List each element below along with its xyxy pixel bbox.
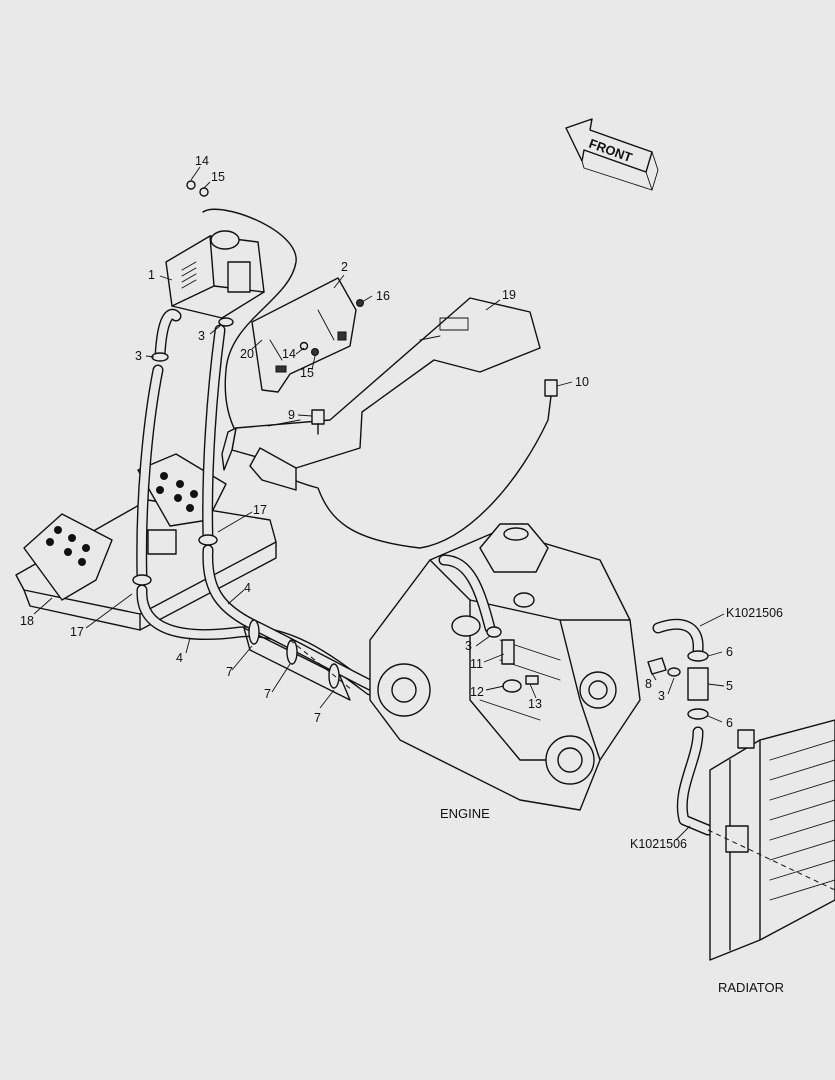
- callout-4: 4: [176, 651, 183, 665]
- callout-10: 10: [575, 375, 589, 389]
- callout-3: 3: [198, 329, 205, 343]
- front-direction-arrow: FRONT: [565, 118, 659, 191]
- heater-hoses-to-engine: [136, 544, 378, 701]
- callout-9: 9: [288, 408, 295, 422]
- engine-block: [369, 523, 641, 811]
- callout-15: 15: [211, 170, 225, 184]
- callout-6: 6: [726, 645, 733, 659]
- callout-3: 3: [658, 689, 665, 703]
- callout-2: 2: [341, 260, 348, 274]
- callout-14: 14: [195, 154, 209, 168]
- temperature-sensor: [311, 409, 325, 435]
- callout-6: 6: [726, 716, 733, 730]
- callout-18: 18: [20, 614, 34, 628]
- callout-8: 8: [645, 677, 652, 691]
- callout-16: 16: [376, 289, 390, 303]
- heater-hoses-vertical: [136, 308, 226, 586]
- bracket-plate: [221, 297, 541, 491]
- radiator-hose-assembly: [647, 618, 714, 836]
- cover-plate: [251, 277, 357, 393]
- callout-20: 20: [240, 347, 254, 361]
- heater-unit: [165, 230, 265, 319]
- callout-14: 14: [282, 347, 296, 361]
- callout-3: 3: [135, 349, 142, 363]
- engine-caption: ENGINE: [440, 806, 490, 821]
- callout-labels: 14 15 1 2 16 19 3 3 20 14 15 10 9 17 18 …: [20, 154, 783, 851]
- callout-k1021506-bottom: K1021506: [630, 837, 687, 851]
- callout-7: 7: [226, 665, 233, 679]
- callout-3: 3: [465, 639, 472, 653]
- callout-19: 19: [502, 288, 516, 302]
- callout-leaders: [33, 166, 725, 841]
- callout-13: 13: [528, 697, 542, 711]
- callout-15: 15: [300, 366, 314, 380]
- wire-connector: [544, 379, 558, 397]
- callout-7: 7: [314, 711, 321, 725]
- callout-1: 1: [148, 268, 155, 282]
- hose-clamps-upper: [132, 317, 234, 586]
- alignment-dash-line: [289, 639, 353, 691]
- callout-5: 5: [726, 679, 733, 693]
- radiator: [707, 719, 835, 961]
- callout-4: 4: [244, 581, 251, 595]
- callout-k1021506-top: K1021506: [726, 606, 783, 620]
- radiator-caption: RADIATOR: [718, 980, 784, 995]
- callout-11: 11: [470, 657, 483, 671]
- callout-7: 7: [264, 687, 271, 701]
- callout-17: 17: [253, 503, 267, 517]
- engine-fittings: [486, 626, 539, 693]
- callout-17: 17: [70, 625, 84, 639]
- callout-12: 12: [470, 685, 484, 699]
